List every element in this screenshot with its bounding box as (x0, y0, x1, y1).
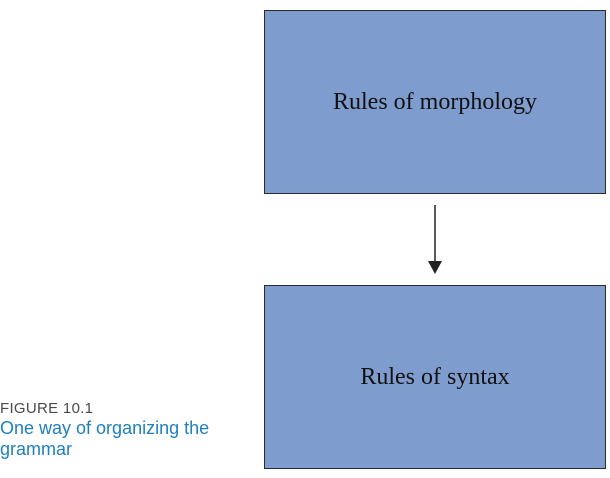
syntax-rules-label: Rules of syntax (360, 363, 510, 390)
figure-number: FIGURE 10.1 (0, 400, 94, 417)
figure-title: One way of organizing the grammar (0, 418, 210, 459)
syntax-rules-box: Rules of syntax (264, 285, 606, 469)
figure-caption: FIGURE 10.1 One way of organizing the gr… (0, 400, 230, 460)
down-arrow-icon (428, 205, 442, 274)
morphology-rules-label: Rules of morphology (333, 88, 537, 115)
morphology-rules-box: Rules of morphology (264, 10, 606, 194)
